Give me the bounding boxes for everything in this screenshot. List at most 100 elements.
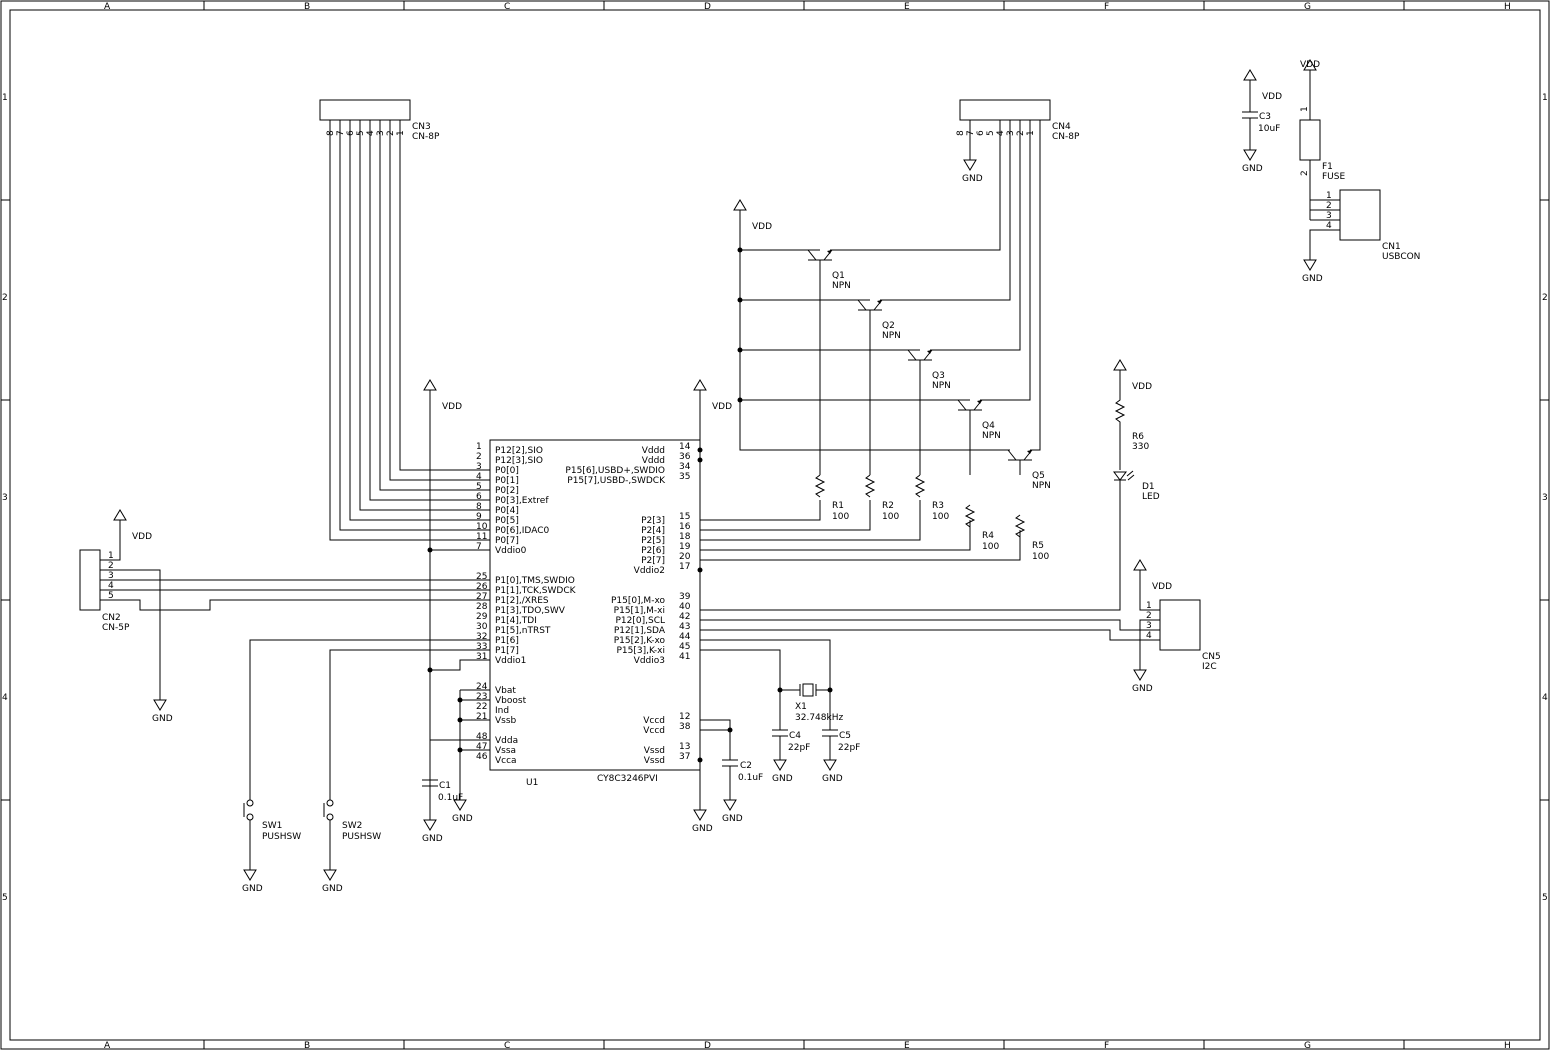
transistor-value: NPN <box>832 281 851 291</box>
pin-number: 10 <box>476 522 488 532</box>
frame-row-label: 5 <box>1542 893 1548 903</box>
pin-number: 40 <box>679 602 691 612</box>
connector-pin-number: 5 <box>108 591 114 601</box>
pin-name: Vddio0 <box>495 546 527 556</box>
svg-text:0.1uF: 0.1uF <box>738 773 763 783</box>
pin-name: Vddio1 <box>495 656 526 666</box>
svg-text:SW2: SW2 <box>342 821 362 831</box>
sw2-pushbutton: SW2 PUSHSW GND <box>322 649 490 894</box>
svg-text:VDD: VDD <box>1262 92 1282 102</box>
svg-text:GND: GND <box>1242 164 1263 174</box>
svg-text:C2: C2 <box>740 761 752 771</box>
connector-pin-number: 2 <box>108 561 114 571</box>
pin-number: 41 <box>679 652 690 662</box>
pin-number: 5 <box>476 482 482 492</box>
pin-name: Ind <box>495 706 509 716</box>
svg-text:1: 1 <box>1300 106 1310 112</box>
pin-name: Vssd <box>644 756 665 766</box>
pin-name: P2[3] <box>641 516 665 526</box>
pin-number: 42 <box>679 612 690 622</box>
u1-pin-35: 35 P15[7],USBD-,SWDCK <box>567 472 690 486</box>
pin-name: Vddd <box>642 456 665 466</box>
pin-name: Vcca <box>495 756 517 766</box>
svg-text:VDD: VDD <box>1152 582 1172 592</box>
connector-pin-number: 4 <box>1326 221 1332 231</box>
cn4-ref: CN4 <box>1052 122 1071 132</box>
transistor-ref: Q3 <box>932 371 945 381</box>
frame-row-label: 1 <box>2 93 8 103</box>
pin-number: 24 <box>476 682 488 692</box>
pin-name: P2[5] <box>641 536 665 546</box>
pin-name: P1[4],TDI <box>495 616 537 626</box>
pin-number: 19 <box>679 542 691 552</box>
transistor-value: NPN <box>882 331 901 341</box>
u1-pin-30: 30 P1[5],nTRST <box>476 622 551 636</box>
pin-number: 30 <box>476 622 488 632</box>
pin-name: P12[2],SIO <box>495 446 543 456</box>
pin-name: P0[2] <box>495 486 519 496</box>
pin-name: P15[7],USBD-,SWDCK <box>567 476 666 486</box>
svg-text:C4: C4 <box>789 731 801 741</box>
u1-pin-19: 19 P2[6] <box>641 542 691 556</box>
svg-text:VDD: VDD <box>132 532 152 542</box>
pin-number: 25 <box>476 572 487 582</box>
svg-text:GND: GND <box>772 774 793 784</box>
pin-number: 39 <box>679 592 691 602</box>
frame-row-label: 1 <box>1542 93 1548 103</box>
resistor-ref: R3 <box>932 501 944 511</box>
r6-d1-led: VDD R6 330 D1 LED <box>700 359 1160 611</box>
pin-name: P12[3],SIO <box>495 456 543 466</box>
pin-name: P0[5] <box>495 516 519 526</box>
frame-col-label: A <box>104 2 111 12</box>
connector-pin-number: 8 <box>956 130 966 136</box>
c3-capacitor: VDD C3 10uF GND <box>1242 69 1282 174</box>
svg-text:GND: GND <box>1132 684 1153 694</box>
svg-text:330: 330 <box>1132 442 1149 452</box>
connector-pin-number: 7 <box>336 130 346 136</box>
svg-text:R6: R6 <box>1132 432 1144 442</box>
transistor-ref: Q1 <box>832 271 845 281</box>
pin-number: 1 <box>476 442 482 452</box>
pin-name: Vddio3 <box>634 656 665 666</box>
pin-name: P1[5],nTRST <box>495 626 551 636</box>
frame-row-label: 3 <box>1542 493 1548 503</box>
frame-col-label: F <box>1104 2 1109 12</box>
frame-col-label: A <box>104 1041 111 1050</box>
pin-number: 28 <box>476 602 488 612</box>
connector-pin-number: 2 <box>1146 611 1152 621</box>
svg-text:SW1: SW1 <box>262 821 282 831</box>
svg-text:GND: GND <box>692 824 713 834</box>
pin-name: Vddio2 <box>634 566 665 576</box>
svg-text:CN2: CN2 <box>102 613 121 623</box>
pin-name: P12[1],SDA <box>614 626 666 636</box>
connector-pin-number: 1 <box>1146 601 1152 611</box>
pin-number: 33 <box>476 642 487 652</box>
pin-name: Vssd <box>644 746 665 756</box>
pin-name: P2[6] <box>641 546 665 556</box>
svg-text:I2C: I2C <box>1202 662 1217 672</box>
pin-number: 32 <box>476 632 487 642</box>
c1-capacitor: C1 0.1uF GND <box>422 740 463 844</box>
pin-name: Vboost <box>495 696 527 706</box>
pin-number: 35 <box>679 472 690 482</box>
pin-number: 11 <box>476 532 487 542</box>
pin-name: P15[3],K-xi <box>616 646 665 656</box>
pin-name: P1[7] <box>495 646 519 656</box>
